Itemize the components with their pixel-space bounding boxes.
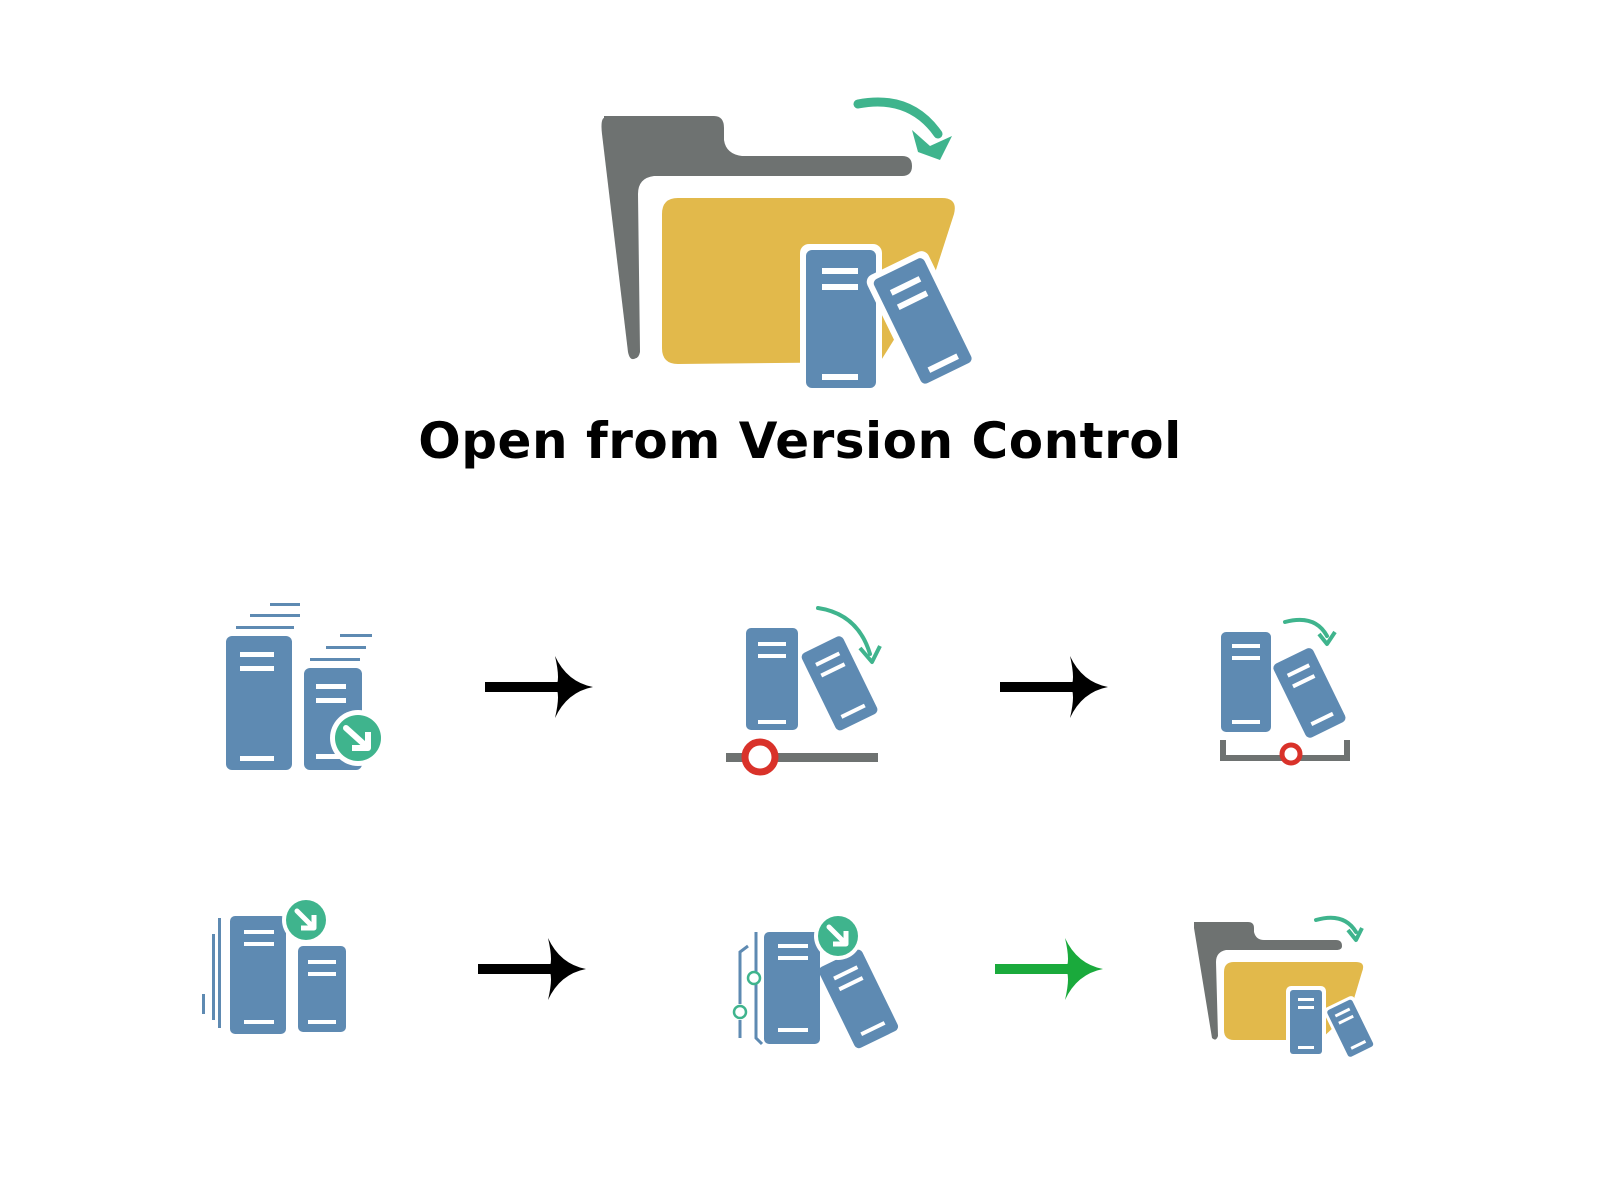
books-history-download-icon xyxy=(728,908,908,1068)
books-on-branch-icon xyxy=(1215,612,1375,782)
arrow-green xyxy=(995,938,1105,1002)
hero-redo-arrow xyxy=(853,97,943,139)
arrow-black xyxy=(485,656,595,720)
arrow-black xyxy=(478,938,588,1002)
books-on-timeline-icon xyxy=(720,600,900,790)
books-fetch-icon xyxy=(196,896,366,1048)
arrow-black xyxy=(1000,656,1110,720)
books-download-icon xyxy=(220,600,400,780)
open-from-version-control-icon xyxy=(590,90,990,410)
folder-with-books-icon xyxy=(1190,908,1380,1061)
page-title: Open from Version Control xyxy=(418,412,1182,470)
